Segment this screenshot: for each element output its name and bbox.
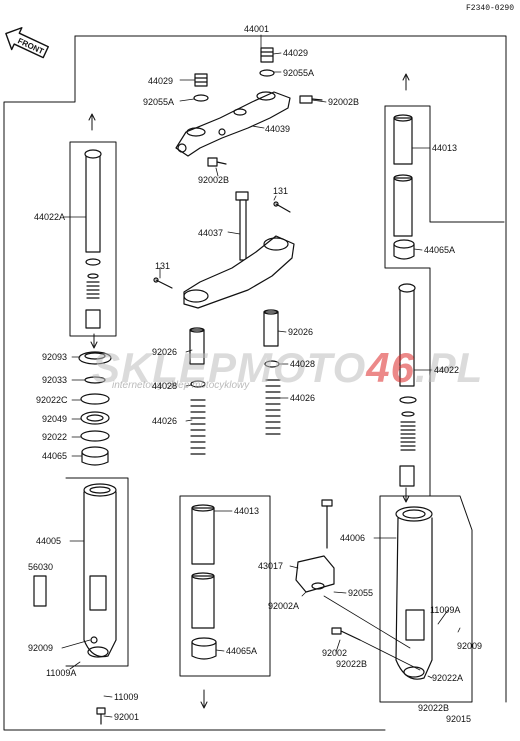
label-43017: 43017 (258, 561, 284, 571)
watermark-brand-part2: 46 (366, 344, 415, 391)
bolt-92002b-mid (207, 157, 227, 167)
label-92002b-top: 92002B (328, 97, 360, 107)
fork-cap-right (259, 47, 275, 77)
label-44028-left: 44028 (152, 381, 178, 391)
label-44013-bottom: 44013 (234, 506, 260, 516)
label-92049: 92049 (42, 414, 68, 424)
inner-fork-tube-right (398, 283, 417, 487)
label-92022: 92022 (42, 432, 68, 442)
label-44028-right: 44028 (290, 359, 316, 369)
frame-arrows (88, 73, 410, 709)
label-92001: 92001 (114, 712, 140, 722)
label-131-right: 131 (273, 186, 289, 196)
label-92055: 92055 (348, 588, 374, 598)
label-44026-left: 44026 (152, 416, 178, 426)
label-131-left: 131 (155, 261, 171, 271)
outer-fork-tube-right (395, 506, 433, 680)
anti-dive-valve (295, 499, 335, 593)
label-44065a-top: 44065A (424, 245, 456, 255)
inner-fork-tube-left (84, 149, 102, 329)
label-92033: 92033 (42, 375, 68, 385)
label-92022b-bottom: 92022B (418, 703, 450, 713)
decal-56030 (33, 575, 47, 607)
label-44039: 44039 (265, 124, 291, 134)
label-44022a: 44022A (34, 212, 66, 222)
label-11009: 11009 (114, 692, 139, 702)
label-44065a-bottom: 44065A (226, 646, 258, 656)
label-44037: 44037 (198, 228, 224, 238)
label-92022a: 92022A (432, 673, 464, 683)
label-44026-right: 44026 (290, 393, 316, 403)
label-11009a-right: 11009A (430, 605, 461, 615)
label-44029-left: 44029 (148, 76, 174, 86)
label-92022b: 92022B (336, 659, 368, 669)
label-92093: 92093 (42, 352, 68, 362)
label-92002a: 92002A (268, 601, 300, 611)
label-92026-right: 92026 (288, 327, 314, 337)
spacer-springs-center (189, 309, 281, 455)
label-92002: 92002 (322, 648, 348, 658)
watermark-subtitle: internetowy sklep motocyklowy (112, 380, 250, 391)
label-92009-left: 92009 (28, 643, 54, 653)
label-44029-right: 44029 (283, 48, 309, 58)
front-arrow-icon: FRONT (5, 27, 49, 59)
label-44001: 44001 (244, 24, 270, 34)
upper-triple-clamp (175, 91, 291, 157)
assembly-frame-lines (3, 35, 507, 731)
label-56030: 56030 (28, 562, 54, 572)
label-92002b-mid: 92002B (198, 175, 230, 185)
label-44006: 44006 (340, 533, 366, 543)
fork-tube-44013-center (191, 504, 217, 660)
diagram-code: F2340-0290 (465, 4, 514, 13)
watermark-brand-part3: .PL (414, 344, 484, 391)
fork-tube-44013-right (393, 114, 415, 260)
leader-lines (61, 34, 461, 718)
fork-cap-left (193, 73, 209, 102)
label-92055a-left: 92055A (143, 97, 175, 107)
label-44022: 44022 (434, 365, 460, 375)
bolt-131-left (153, 277, 173, 289)
label-44065: 44065 (42, 451, 68, 461)
bolt-92002-right (331, 627, 361, 641)
label-11009a-left: 11009A (46, 668, 77, 678)
label-44013-top: 44013 (432, 143, 458, 153)
label-92022c: 92022C (36, 395, 68, 405)
seal-stack-left (78, 351, 112, 466)
bolt-92001 (96, 707, 106, 725)
label-92009-right: 92009 (457, 641, 483, 651)
label-92055a-right: 92055A (283, 68, 315, 78)
label-92015: 92015 (446, 714, 472, 724)
steering-stem (183, 191, 295, 309)
label-92026-left: 92026 (152, 347, 178, 357)
bolt-131-right (273, 201, 291, 213)
label-44005: 44005 (36, 536, 62, 546)
watermark-brand-part1: SKLEPMOTO (92, 344, 367, 391)
bolt-92002b-top (299, 95, 323, 104)
watermark-brand: SKLEPMOTO46.PL (92, 344, 483, 392)
outer-fork-tube-left (83, 483, 117, 658)
